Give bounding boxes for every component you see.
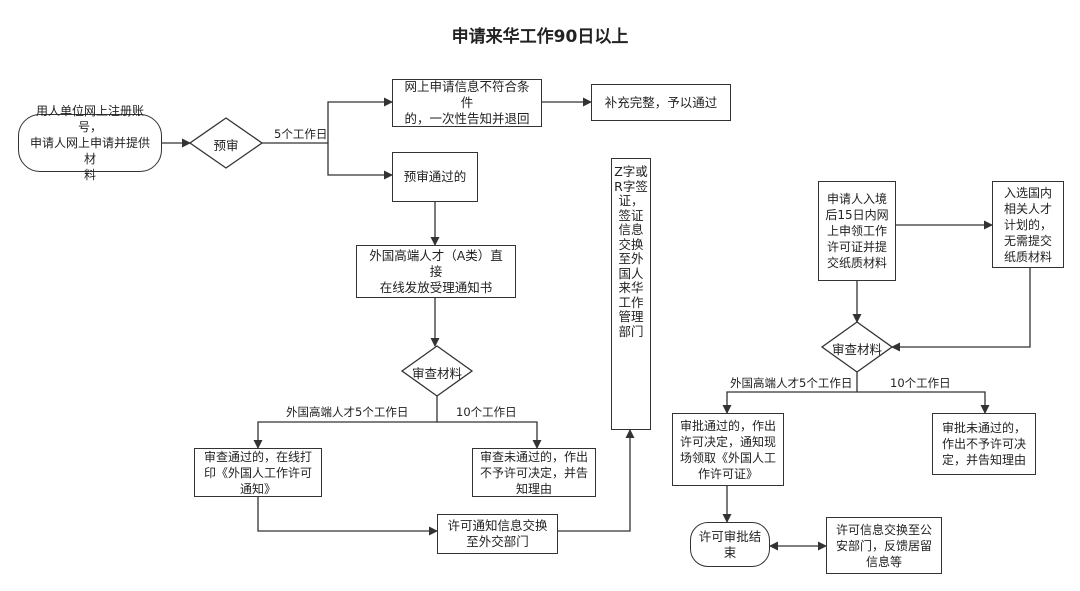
approve-fail-node: 审批未通过的， 作出不予许可决 定，并告知理由 bbox=[932, 413, 1036, 475]
start-node: 用人单位网上注册账号， 申请人网上申请并提供材 料 bbox=[18, 104, 162, 182]
review1-label: 审查材料 bbox=[411, 366, 462, 381]
pre-review-diamond bbox=[188, 117, 264, 169]
approve-end-node: 许可审批结 束 bbox=[690, 522, 770, 567]
edge-label-ten-days-right: 10个工作日 bbox=[890, 376, 951, 390]
approve-pass-node: 审批通过的，作出 许可决定，通知现 场领取《外国人工 作许可证》 bbox=[672, 413, 784, 486]
talent-node: 入选国内 相关人才 计划的， 无需提交 纸质材料 bbox=[992, 181, 1064, 268]
review2-label: 审查材料 bbox=[831, 342, 882, 357]
pre-passed-node: 预审通过的 bbox=[392, 152, 478, 202]
visa-node: Z字或R字签证，签证信息交换至外国人来华工作管理部门 bbox=[611, 158, 651, 430]
review-pass-node: 审查通过的，在线打 印《外国人工作许可 通知》 bbox=[194, 448, 322, 497]
edge-label-ten-days-left: 10个工作日 bbox=[456, 405, 517, 419]
incomplete-node: 网上申请信息不符合条件 的，一次性告知并退回 bbox=[392, 79, 542, 127]
notify-exchange-node: 许可通知信息交换 至外交部门 bbox=[437, 514, 558, 554]
supplement-node: 补充完整，予以通过 bbox=[591, 84, 731, 121]
entry-node: 申请人入境 后15日内网 上申领工作 许可证并提 交纸质材料 bbox=[818, 181, 896, 281]
edge-label-five-days: 5个工作日 bbox=[274, 127, 328, 141]
edge-label-talent-5-right: 外国高端人才5个工作日 bbox=[730, 376, 853, 390]
pre-review-label: 预审 bbox=[213, 138, 239, 153]
police-exchange-node: 许可信息交换至公 安部门，反馈居留 信息等 bbox=[826, 517, 942, 574]
edge-label-talent-5-left: 外国高端人才5个工作日 bbox=[286, 405, 409, 419]
review-fail-node: 审查未通过的，作出 不予许可决定，并告 知理由 bbox=[472, 448, 596, 497]
a-class-node: 外国高端人才（A类）直接 在线发放受理通知书 bbox=[356, 245, 516, 298]
page-title: 申请来华工作90日以上 bbox=[451, 27, 629, 47]
